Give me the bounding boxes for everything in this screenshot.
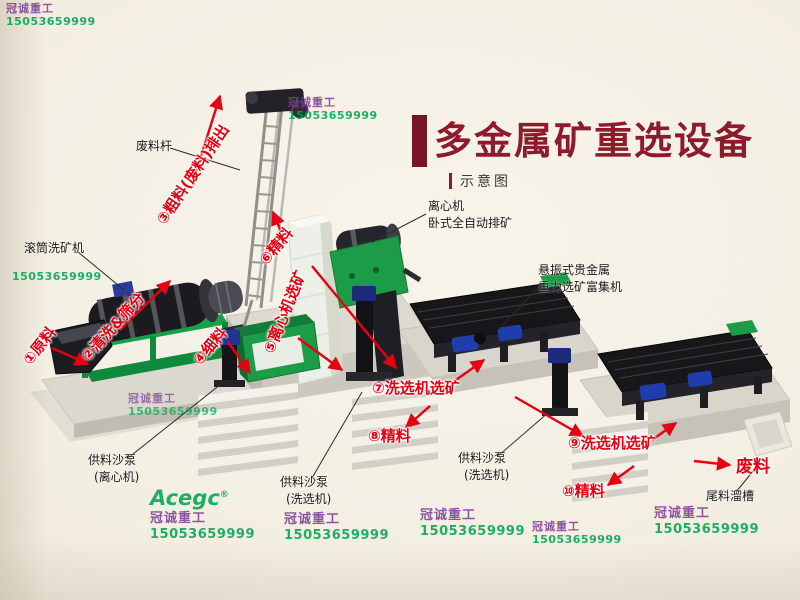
title-block: 多金属矿重选设备 (412, 110, 754, 167)
feed-pump-label-line2: (离心机) (94, 469, 140, 484)
watermark-phone: 15053659999 (284, 527, 389, 543)
watermark: 15053659999 (12, 270, 102, 283)
feed-pump-washer2 (542, 348, 578, 416)
waste-output-label: 废料 (736, 457, 770, 477)
centrifuge-label-line2: 卧式全自动排矿 (428, 215, 513, 230)
tailings-chute-shape (743, 411, 793, 457)
watermark: 冠诚重工 15053659999 (420, 508, 525, 539)
concentrator-table2 (597, 320, 773, 420)
watermark-company: 冠诚重工 (6, 2, 54, 15)
watermark-phone: 15053659999 (420, 523, 525, 539)
title-accent-bar (412, 115, 427, 167)
watermark-phone: 15053659999 (6, 15, 96, 29)
watermark-main: Acegc® 冠诚重工 15053659999 (150, 486, 255, 542)
feed-pump-label-line2: (洗选机) (464, 467, 510, 482)
watermark-phone: 15053659999 (532, 533, 622, 547)
step-9-washer-separation: ⑨洗选机选矿 (568, 434, 656, 452)
feed-pump-centrifuge (214, 330, 245, 387)
stairs-table2 (572, 412, 648, 502)
stairs-centrifuge (198, 383, 298, 476)
watermark-phone: 15053659999 (12, 270, 102, 283)
watermark: 冠诚重工 15053659999 (6, 2, 96, 28)
watermark-company: 冠诚重工 (150, 511, 207, 527)
watermark-phone: 15053659999 (150, 526, 255, 542)
feed-pump-centrifuge-label: 供料沙泵 (离心机) (88, 452, 139, 486)
concentrator-label: 悬振式贵金属 重力选矿富集机 (538, 262, 622, 296)
watermark: 冠诚重工 15053659999 (128, 392, 218, 418)
concentrator-label-line2: 重力选矿富集机 (538, 279, 623, 294)
feed-pump-label-line2: (洗选机) (286, 491, 332, 506)
step-10-concentrate: ⑩精料 (562, 482, 605, 500)
waste-rod-label: 废料杆 (136, 139, 173, 153)
watermark-phone: 15053659999 (288, 109, 378, 123)
centrifuge-label-line1: 离心机 (428, 199, 465, 213)
feed-pump-label-line1: 供料沙泵 (458, 451, 507, 465)
concentrator-table1 (409, 272, 581, 372)
feed-pump-washer1-label: 供料沙泵 (洗选机) (280, 474, 331, 508)
watermark-company: 冠诚重工 (420, 508, 477, 523)
step-7-washer-separation: ⑦洗选机选矿 (372, 379, 460, 397)
watermark: 冠诚重工 15053659999 (654, 506, 759, 537)
watermark-company: 冠诚重工 (654, 506, 711, 521)
watermark-phone: 15053659999 (654, 521, 759, 537)
elevator-ladder (238, 88, 309, 341)
watermark: 冠诚重工 15053659999 (288, 96, 378, 122)
watermark: 冠诚重工 15053659999 (532, 520, 622, 546)
watermark-phone: 15053659999 (128, 405, 218, 419)
tailings-chute-label: 尾料溜槽 (706, 489, 755, 503)
watermark-company: 冠诚重工 (288, 96, 336, 109)
step-8-concentrate: ⑧精料 (368, 427, 411, 445)
centrifuge-machine (234, 214, 422, 385)
watermark: 冠诚重工 15053659999 (284, 512, 389, 543)
subtitle-text: 示意图 (460, 174, 511, 190)
feed-pump-label-line1: 供料沙泵 (88, 453, 137, 467)
concentrator-label-line1: 悬振式贵金属 (538, 263, 611, 277)
centrifuge-label: 离心机 卧式全自动排矿 (428, 198, 512, 232)
subtitle-block: 示意图 (449, 171, 511, 191)
watermark-brand: Acegc® (150, 486, 229, 510)
subtitle-accent-bar (449, 173, 452, 189)
page-title: 多金属矿重选设备 (434, 119, 755, 163)
watermark-company: 冠诚重工 (128, 392, 176, 405)
feed-pump-label-line1: 供料沙泵 (280, 475, 329, 489)
trommel-washer-label: 滚筒洗矿机 (24, 241, 85, 255)
feed-pump-washer2-label: 供料沙泵 (洗选机) (458, 450, 509, 484)
watermark-company: 冠诚重工 (532, 520, 580, 533)
watermark-company: 冠诚重工 (284, 512, 341, 527)
process-flow-arrows (51, 94, 732, 486)
